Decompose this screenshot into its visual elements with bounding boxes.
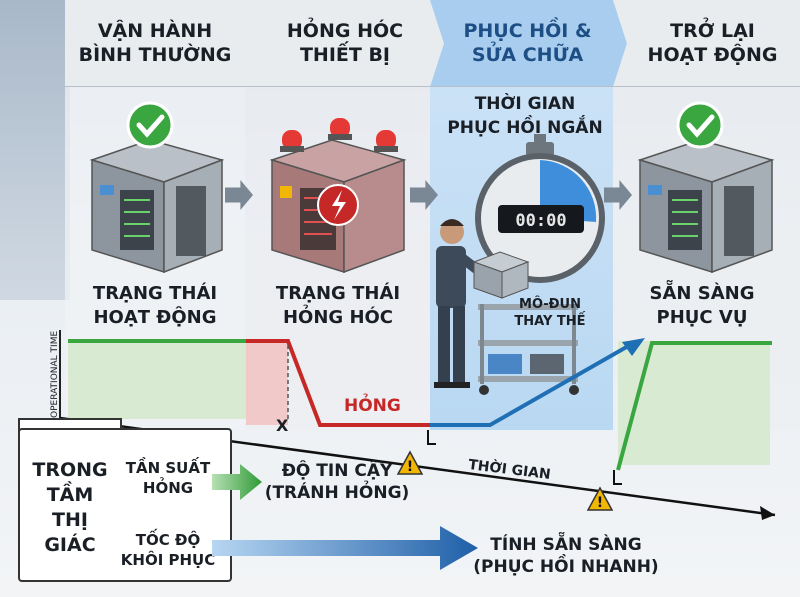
alarm-light-icon — [280, 118, 398, 152]
warning-icon: ! — [396, 450, 424, 475]
failure-area — [246, 341, 288, 425]
technician-figure-icon — [434, 219, 493, 388]
failure-line — [246, 339, 430, 427]
svg-text:!: ! — [597, 495, 603, 511]
fault-lightning-icon — [317, 184, 359, 226]
svg-text:!: ! — [407, 459, 413, 475]
reliability-result: ĐỘ TIN CẬY(TRÁNH HỎNG) — [264, 461, 410, 503]
stage-header-2 — [245, 0, 444, 87]
stopwatch-icon — [475, 134, 605, 283]
failure-marker: X — [276, 416, 289, 435]
focus-box — [18, 428, 232, 582]
server-unit-normal-icon — [89, 139, 225, 274]
uptime-area-normal — [68, 341, 246, 419]
availability-result: TÍNH SẴN SÀNG(PHỤC HỒI NHANH) — [473, 535, 659, 577]
service-cart-icon — [478, 304, 579, 395]
stage-header-3 — [430, 0, 627, 87]
recovery-line — [430, 343, 631, 427]
stage-title-3: PHỤC HỒI &SỬA CHỮA — [463, 20, 592, 66]
stage-header-1 — [65, 0, 259, 87]
server-unit-failed-icon — [269, 139, 407, 274]
server-unit-ready-icon — [637, 139, 775, 274]
check-badge-icon — [676, 101, 724, 149]
uptime-line-ready — [616, 341, 772, 471]
stage-header-4 — [613, 0, 800, 87]
availability-arrow-icon — [212, 526, 478, 570]
control-room-backdrop — [0, 0, 70, 300]
reliability-arrow-icon — [212, 464, 262, 500]
failure-label: HỎNG — [344, 396, 401, 416]
check-badge-icon — [126, 101, 174, 149]
uptime-area-ready — [618, 341, 770, 465]
warning-icon: ! — [586, 486, 614, 511]
replacement-module-icon — [472, 251, 530, 299]
timer-readout: 00:00 — [515, 211, 566, 231]
